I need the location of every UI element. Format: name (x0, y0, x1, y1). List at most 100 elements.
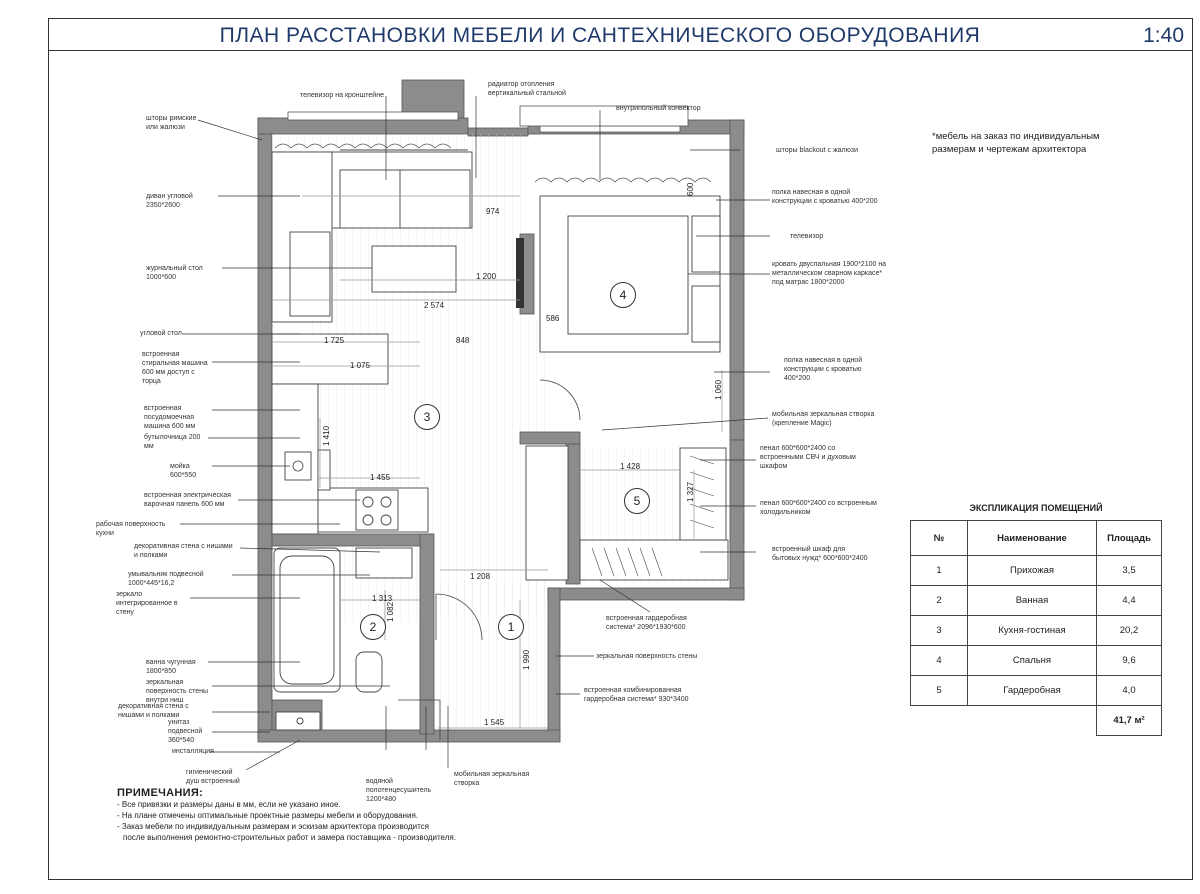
label-bottle-rack: бутылочница 200 мм (144, 434, 201, 450)
label-tv: телевизор (790, 233, 824, 240)
label-mirror: зеркало интегрированное в стену (116, 591, 178, 616)
wall-east-bottom (729, 439, 745, 601)
row-area: 4,4 (1096, 585, 1162, 616)
label-installation: инсталляция (172, 748, 214, 755)
row-number: 4 (910, 645, 968, 676)
table-row: 4 Спальня 9,6 (910, 645, 1162, 676)
room-number-3: 3 (414, 404, 440, 430)
label-deco-wall-1: декоративная стена с нишами и полками (134, 543, 233, 559)
curtains-left (274, 143, 452, 149)
label-radiator: радиатор отопления вертикальный стальной (488, 81, 566, 97)
coffee-table (371, 245, 457, 293)
dim-2574: 2 574 (424, 301, 445, 310)
drawing-frame (48, 18, 1193, 880)
convector (519, 105, 689, 127)
dim-600: 600 (686, 182, 695, 196)
title-rule (48, 50, 1193, 51)
label-sink: мойка 600*550 (170, 463, 197, 479)
explication-header-row: № Наименование Площадь (910, 520, 1162, 556)
dim-848: 848 (456, 336, 470, 345)
table-row: 1 Прихожая 3,5 (910, 555, 1162, 586)
label-corner-desk: угловой стол (140, 330, 182, 337)
label-walkin-wardrobe: встроенная гардеробная система* 2096*193… (606, 615, 687, 631)
wall-south-right (547, 587, 745, 601)
row-area: 9,6 (1096, 645, 1162, 676)
note-line: - На плане отмечены оптимальные проектны… (117, 811, 418, 820)
label-hygienic-shower: гигиенический душ встроенный (186, 769, 240, 785)
label-tall-cab-oven: пенал 600*600*2400 со встроенными СВЧ и … (760, 445, 856, 470)
explication-title: ЭКСПЛИКАЦИЯ ПОМЕЩЕНИЙ (969, 503, 1103, 513)
bathroom-fixtures (273, 547, 413, 731)
window-left (287, 111, 459, 121)
notes-block: ПРИМЕЧАНИЯ: - Все привязки и размеры дан… (117, 788, 456, 843)
row-area: 20,2 (1096, 615, 1162, 646)
page-title: ПЛАН РАССТАНОВКИ МЕБЕЛИ И САНТЕХНИЧЕСКОГ… (219, 24, 981, 47)
curtains-right (534, 177, 712, 183)
leader-lines (180, 96, 770, 771)
total-row: 41,7 м² (911, 705, 1162, 736)
label-utility-cabinet: встроенный шкаф для бытовых нужд* 600*60… (772, 546, 868, 562)
room-number-4: 4 (610, 282, 636, 308)
hall-floor (430, 580, 548, 730)
wall-north-left (257, 117, 469, 135)
label-dishwasher: встроенная посудомоечная машина 600 мм (144, 405, 196, 430)
label-shelf-1: полка навесная в одной конструкции с кро… (772, 189, 878, 205)
label-tall-cab-fridge: пенал 600*600*2400 со встроенным холодил… (760, 500, 877, 516)
label-convector: внутрипольный конвектор (616, 105, 701, 112)
label-sofa: диван угловой 2350*2600 (146, 193, 193, 209)
dim-1060: 1 060 (714, 379, 723, 400)
col-name: Наименование (967, 520, 1097, 556)
label-deco-wall-2: декоративная стена с нишами и полками (118, 703, 189, 719)
label-roman-blinds: шторы римские или жалюзи (146, 115, 197, 131)
label-mirror-sash: мобильная зеркальная створка (крепление … (772, 411, 875, 427)
row-name: Гардеробная (967, 675, 1097, 706)
label-tv-bracket: телевизор на кронштейне (300, 92, 384, 99)
dim-1428: 1 428 (620, 462, 641, 471)
label-towel-rail: водяной полотенцесушитель 1200*480 (366, 778, 432, 803)
table-row: 2 Ванная 4,4 (910, 585, 1162, 616)
dim-1327: 1 327 (686, 481, 695, 502)
label-coffee-table: журнальный стол 1000*600 (146, 265, 203, 281)
table-row: 5 Гардеробная 4,0 (910, 675, 1162, 706)
label-mobile-mirror: мобильная зеркальная створка (454, 771, 530, 787)
note-line: - Все привязки и размеры даны в мм, если… (117, 800, 341, 809)
dim-1725: 1 725 (324, 336, 345, 345)
doors (398, 379, 581, 740)
col-number: № (910, 520, 968, 556)
dim-1082: 1 082 (386, 601, 395, 622)
tv-bedroom (516, 238, 524, 308)
wardrobe-cabinets (525, 445, 729, 581)
label-washbasin: умывальник подвесной 1000*445*16,2 (128, 571, 204, 587)
row-number: 1 (910, 555, 968, 586)
notes-heading: ПРИМЕЧАНИЯ: (117, 787, 204, 799)
note-line: после выполнения ремонтно-строительных р… (123, 833, 456, 842)
scale-label: 1:40 (1143, 24, 1184, 47)
label-washing-machine: встроенная стиральная машина 600 мм дост… (142, 351, 208, 385)
dim-1990: 1 990 (522, 649, 531, 670)
note-line: - Заказ мебели по индивидуальным размера… (117, 822, 429, 831)
row-name: Прихожая (967, 555, 1097, 586)
col-area: Площадь (1096, 520, 1162, 556)
row-number: 2 (910, 585, 968, 616)
row-number: 5 (910, 675, 968, 706)
label-worktop: рабочая поверхность кухни (96, 521, 166, 537)
dim-586: 586 (546, 314, 560, 323)
dim-1200: 1 200 (476, 272, 497, 281)
label-toilet: унитаз подвесной 360*540 (168, 719, 203, 744)
dim-1313: 1 313 (372, 594, 393, 603)
cooktop (355, 489, 399, 531)
label-bed: кровать двуспальная 1900*2100 на металли… (772, 261, 887, 286)
window-right (539, 125, 681, 133)
dim-1410: 1 410 (322, 425, 331, 446)
label-mirror-wall: зеркальная поверхность стены (596, 653, 698, 660)
label-cooktop: встроенная электрическая варочная панель… (144, 492, 231, 508)
wall-south (257, 729, 561, 743)
row-number: 3 (910, 615, 968, 646)
label-blackout: шторы blackout с жалюзи (776, 147, 858, 154)
wall-east-top (729, 119, 745, 441)
sofa (271, 149, 473, 323)
label-shelf-2: полка навесная в одной конструкции с кро… (784, 357, 863, 382)
row-name: Спальня (967, 645, 1097, 676)
row-area: 3,5 (1096, 555, 1162, 586)
